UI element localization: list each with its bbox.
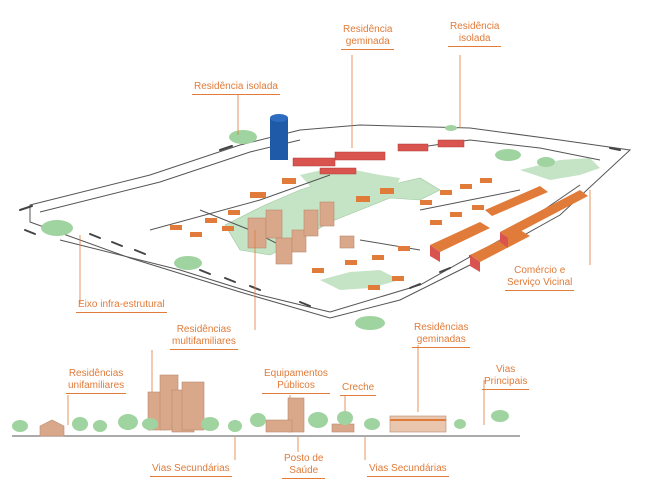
label-residencia-geminada-top: Residência geminada xyxy=(341,24,395,50)
green-circle-far-east xyxy=(537,157,555,167)
green-circle-south xyxy=(355,316,385,330)
label-creche: Creche xyxy=(340,382,377,396)
label-eixo-infra: Eixo infra-estrutural xyxy=(76,299,167,313)
green-circle-ne xyxy=(445,125,457,131)
label-residencias-unifamiliares: Residências unifamiliares xyxy=(66,368,127,394)
label-residencias-multifamiliares: Residências multifamiliares xyxy=(170,324,238,350)
creche-building xyxy=(331,423,355,433)
site-plan xyxy=(19,114,632,330)
label-vias-principais: Vias Principais xyxy=(482,364,530,390)
label-equipamentos-publicos: Equipamentos Públicos xyxy=(262,368,330,394)
east-green-area xyxy=(520,158,600,180)
unifamiliar-house xyxy=(39,419,65,437)
label-posto-saude: Posto de Saúde xyxy=(282,453,326,479)
commerce-buildings xyxy=(430,186,588,272)
green-circle-mid xyxy=(174,256,202,270)
green-circle-west xyxy=(41,220,73,236)
label-residencias-geminadas: Residências geminadas xyxy=(412,322,471,348)
label-residencia-isolada-left: Residência isolada xyxy=(192,81,280,95)
multifamily-buildings xyxy=(247,201,355,265)
label-vias-secundarias-right: Vias Secundárias xyxy=(367,463,449,477)
label-vias-secundarias-left: Vias Secundárias xyxy=(150,463,232,477)
multifamily-block-4 xyxy=(181,381,205,431)
green-circle-north xyxy=(229,130,257,144)
blue-tower xyxy=(270,114,288,160)
section-elevation xyxy=(12,374,520,437)
label-comercio-servico: Comércio e Serviço Vicinal xyxy=(505,265,575,291)
green-circle-east xyxy=(495,149,521,161)
section-trees xyxy=(12,410,509,432)
geminadas-building xyxy=(389,415,447,433)
small-houses xyxy=(170,178,492,290)
posto-saude-building xyxy=(265,419,293,433)
row-houses xyxy=(292,139,465,175)
label-residencia-isolada-top: Residência isolada xyxy=(448,21,502,47)
